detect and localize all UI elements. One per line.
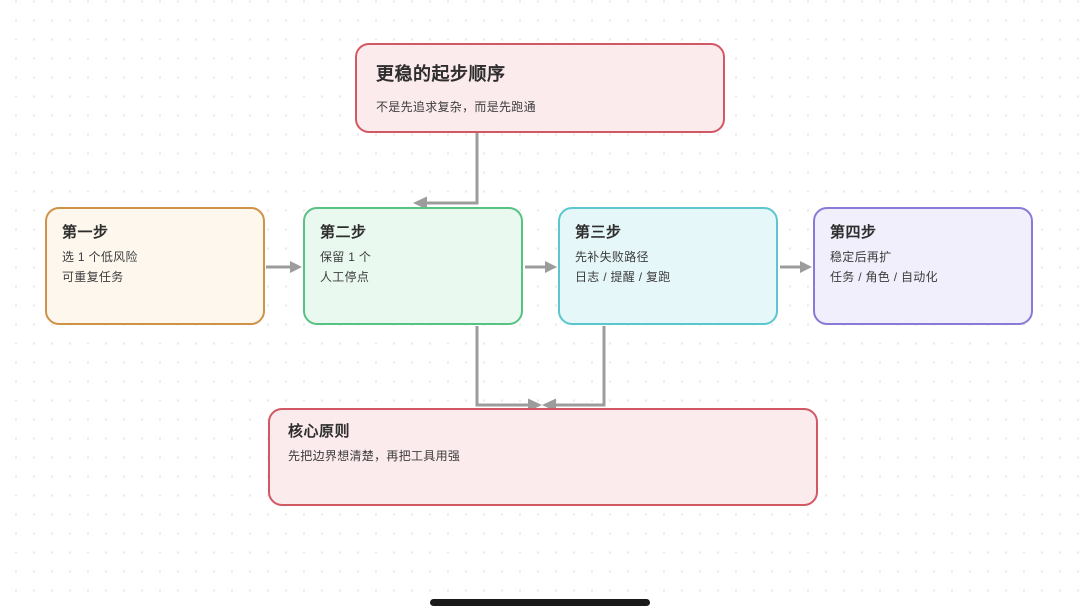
- arrowhead-icon: [413, 196, 427, 210]
- arrowhead-icon: [545, 261, 557, 273]
- node-title: 更稳的起步顺序: [376, 64, 506, 84]
- home-indicator-bar: [430, 599, 650, 606]
- node-intro[interactable]: 更稳的起步顺序 不是先追求复杂，而是先跑通: [355, 43, 725, 133]
- edge-step3-step4[interactable]: [780, 261, 812, 273]
- node-line: 先补失败路径: [575, 250, 649, 264]
- node-principle[interactable]: 核心原则 先把边界想清楚，再把工具用强: [268, 408, 818, 506]
- edge-line: [554, 326, 606, 407]
- node-line: 稳定后再扩: [830, 250, 892, 264]
- arrowhead-icon: [800, 261, 812, 273]
- node-title: 第四步: [830, 224, 877, 241]
- node-title: 第二步: [320, 224, 367, 241]
- edge-step3-principle[interactable]: [542, 326, 606, 412]
- node-step-4[interactable]: 第四步 稳定后再扩 任务 / 角色 / 自动化: [813, 207, 1033, 325]
- edge-step1-step2[interactable]: [266, 261, 302, 273]
- node-step-3[interactable]: 第三步 先补失败路径 日志 / 提醒 / 复跑: [558, 207, 778, 325]
- node-title: 第三步: [575, 224, 622, 241]
- edge-line: [475, 326, 530, 407]
- node-line: 选 1 个低风险: [62, 250, 138, 264]
- node-line: 先把边界想清楚，再把工具用强: [288, 449, 461, 463]
- edge-step2-principle[interactable]: [475, 326, 542, 412]
- node-line: 保留 1 个: [320, 250, 372, 264]
- node-line: 人工停点: [320, 270, 370, 284]
- edge-step2-step3[interactable]: [525, 261, 557, 273]
- node-title: 核心原则: [288, 423, 351, 440]
- edge-intro-step2[interactable]: [413, 133, 479, 210]
- arrowhead-icon: [290, 261, 302, 273]
- edge-line: [425, 133, 479, 205]
- node-line: 可重复任务: [62, 270, 124, 284]
- node-step-1[interactable]: 第一步 选 1 个低风险 可重复任务: [45, 207, 265, 325]
- node-title: 第一步: [62, 224, 109, 241]
- node-line: 不是先追求复杂，而是先跑通: [376, 100, 536, 114]
- node-line: 任务 / 角色 / 自动化: [830, 270, 938, 284]
- node-step-2[interactable]: 第二步 保留 1 个 人工停点: [303, 207, 523, 325]
- node-line: 日志 / 提醒 / 复跑: [575, 270, 671, 284]
